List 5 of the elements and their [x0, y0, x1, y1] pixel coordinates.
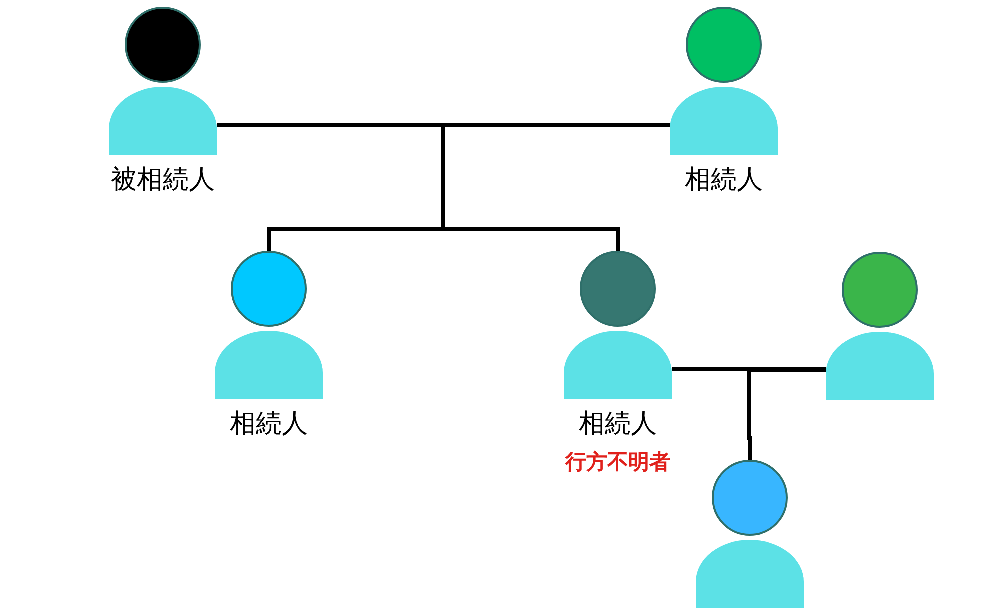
status-label: 行方不明者 — [566, 449, 670, 476]
role-label: 相続人 — [685, 164, 763, 197]
role-label: 被相続人 — [111, 164, 215, 197]
role-label: 相続人 — [230, 408, 308, 441]
role-label: 相続人 — [579, 408, 657, 441]
